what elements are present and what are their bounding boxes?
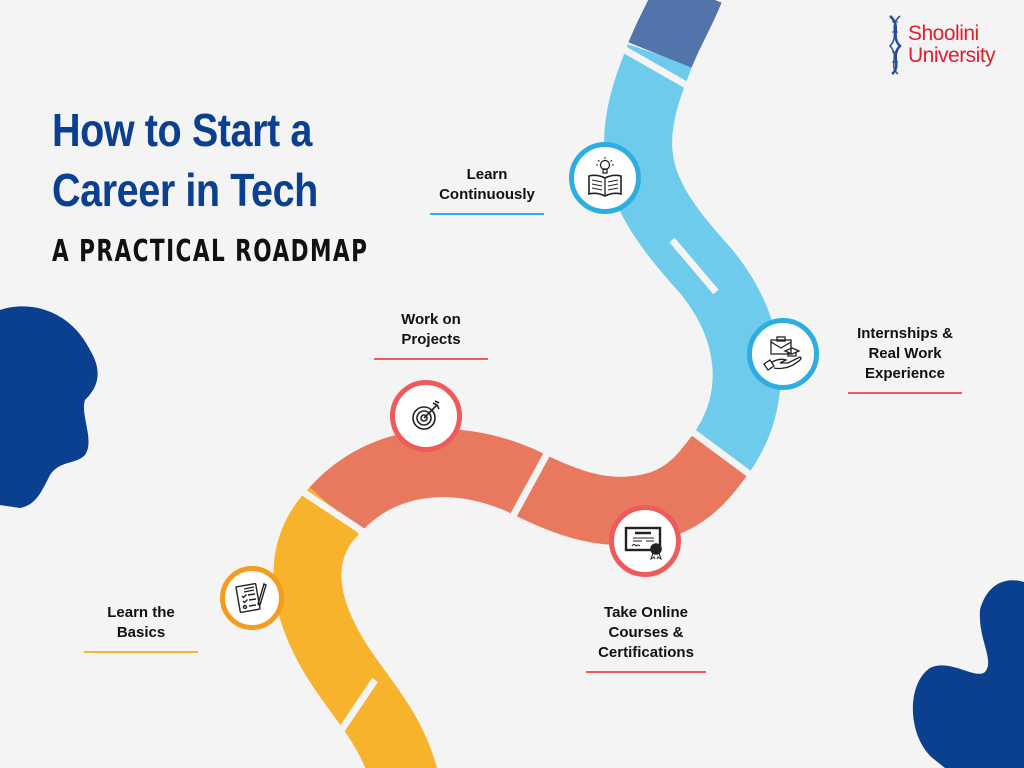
step-label-learn-continuously: Learn Continuously bbox=[430, 165, 544, 215]
step-label-work-projects: Work on Projects bbox=[374, 310, 488, 360]
label-underline bbox=[84, 651, 198, 653]
label-underline bbox=[374, 358, 488, 360]
step-label-line: Work on bbox=[401, 311, 461, 328]
page-subtitle: A PRACTICAL ROADMAP bbox=[52, 234, 369, 269]
step-label-line: Internships & bbox=[857, 325, 953, 342]
checklist-pen-icon bbox=[235, 582, 267, 614]
step-node-learn-continuously bbox=[569, 142, 641, 214]
brand-logo: Shoolini University bbox=[886, 14, 996, 76]
step-label-line: Continuously bbox=[439, 186, 535, 203]
page-title: How to Start a Career in Tech bbox=[52, 100, 318, 220]
brand-name-line2: University bbox=[908, 44, 996, 67]
step-label-line: Projects bbox=[401, 331, 461, 348]
step-node-online-courses bbox=[609, 505, 681, 577]
title-line-1: How to Start a bbox=[52, 104, 312, 156]
decorative-blob-left bbox=[0, 306, 98, 508]
hand-briefcase-graduation-icon bbox=[763, 336, 802, 371]
label-underline bbox=[586, 671, 706, 673]
step-label-line: Real Work bbox=[868, 345, 942, 362]
step-node-internships bbox=[747, 318, 819, 390]
step-node-learn-basics bbox=[220, 566, 284, 630]
step-label-line: Courses & bbox=[608, 624, 684, 641]
road-segment-light-blue bbox=[604, 43, 781, 475]
book-lightbulb-icon bbox=[588, 157, 622, 197]
brand-name-line1: Shoolini bbox=[908, 22, 979, 45]
decorative-blob-right bbox=[912, 580, 1024, 768]
step-label-line: Learn bbox=[466, 166, 508, 183]
step-label-line: Take Online bbox=[604, 604, 688, 621]
step-label-learn-basics: Learn the Basics bbox=[84, 603, 198, 653]
step-node-work-projects bbox=[390, 380, 462, 452]
step-label-line: Basics bbox=[116, 624, 166, 641]
step-label-internships: Internships & Real Work Experience bbox=[848, 324, 962, 394]
road-segment-orange bbox=[309, 429, 748, 545]
step-label-online-courses: Take Online Courses & Certifications bbox=[586, 603, 706, 673]
step-label-line: Learn the bbox=[107, 604, 175, 621]
certificate-icon bbox=[624, 526, 662, 560]
road-segment-dark-blue bbox=[628, 0, 722, 69]
dna-helix-icon bbox=[888, 15, 902, 75]
step-label-line: Certifications bbox=[598, 644, 694, 661]
label-underline bbox=[430, 213, 544, 215]
target-arrow-icon bbox=[412, 400, 440, 430]
title-line-2: Career in Tech bbox=[52, 164, 318, 216]
label-underline bbox=[848, 392, 962, 394]
road-segment-yellow bbox=[273, 485, 437, 768]
step-label-line: Experience bbox=[864, 365, 946, 382]
